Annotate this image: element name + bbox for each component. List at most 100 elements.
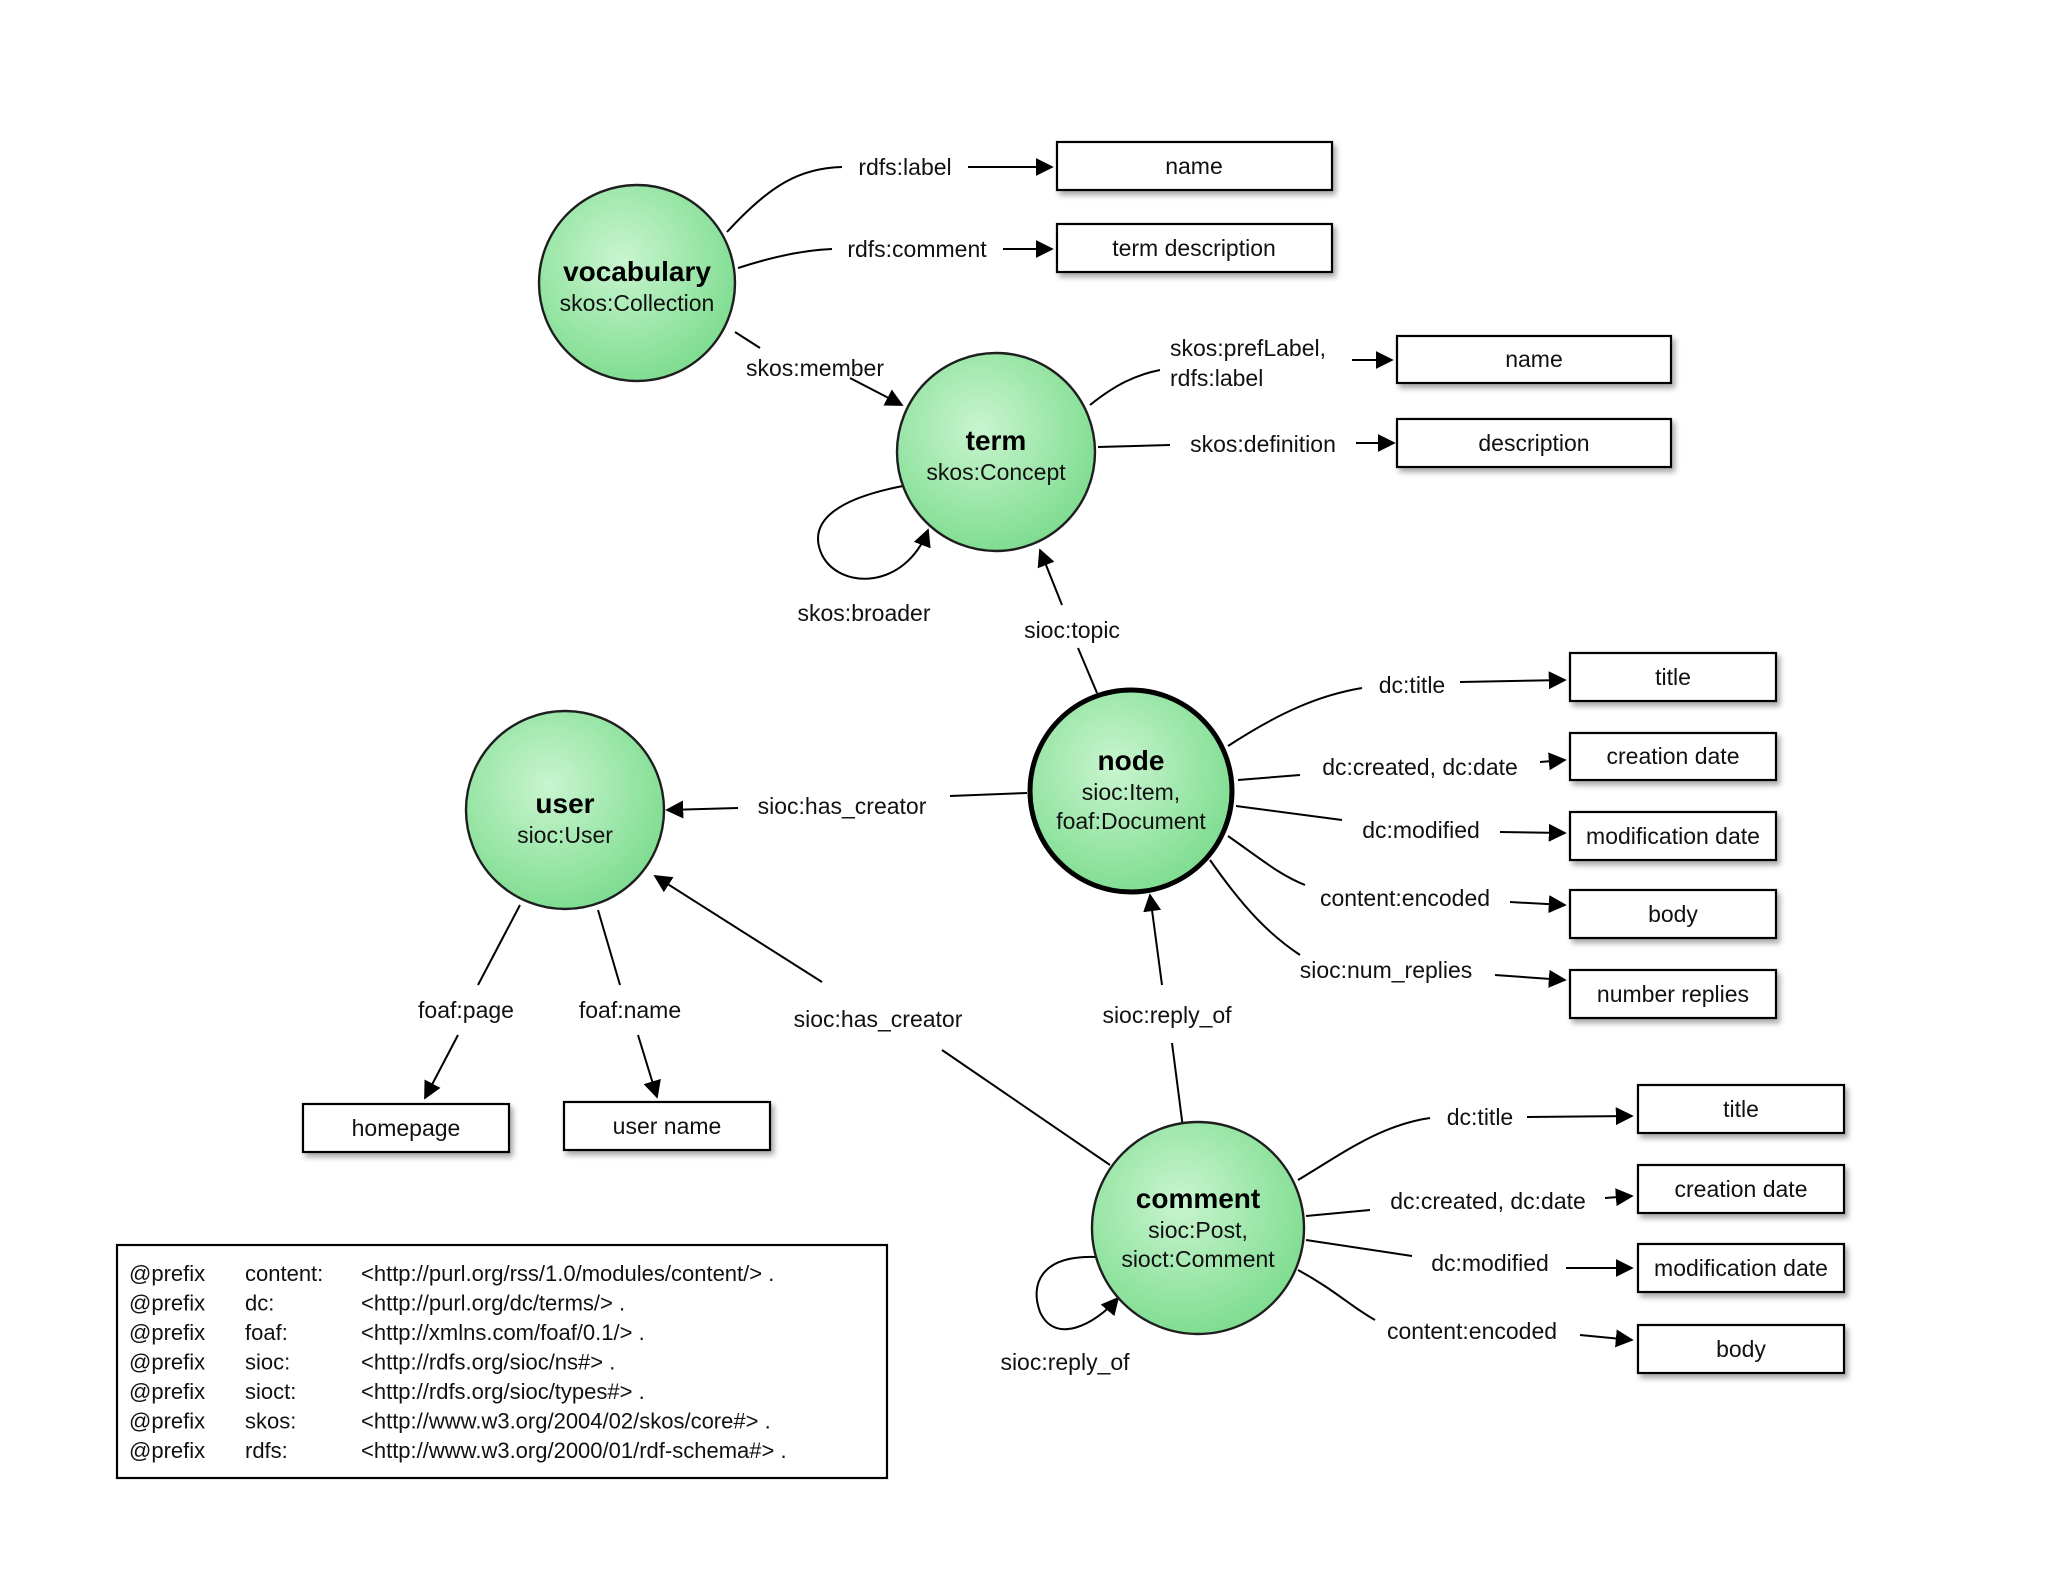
literal-comment-title: title: [1636, 1083, 1846, 1135]
literal-comment-body: body: [1636, 1323, 1846, 1375]
literal-node-body: body: [1568, 888, 1778, 940]
literal-comment-created: creation date: [1636, 1163, 1846, 1215]
edge-label-comment-replyof-self: sioc:reply_of: [1000, 1349, 1130, 1375]
edge-label-node-replies: sioc:num_replies: [1300, 957, 1473, 983]
edge-voc-label-line: [726, 166, 843, 233]
edge-comment-replyof-loop: [1035, 1255, 1120, 1331]
literal-node-body-text: body: [1648, 901, 1698, 927]
edge-label-node-title: dc:title: [1379, 672, 1445, 698]
edge-node-title-line: [1227, 687, 1363, 747]
prefix-uri: <http://xmlns.com/foaf/0.1/> .: [361, 1320, 645, 1345]
literal-term-name: name: [1395, 334, 1673, 385]
literal-comment-created-text: creation date: [1675, 1176, 1808, 1202]
edge-comment-content-arrow: [1579, 1329, 1634, 1348]
literal-comment-title-text: title: [1723, 1096, 1759, 1122]
prefix-uri: <http://rdfs.org/sioc/ns#> .: [361, 1350, 615, 1375]
edge-node-topic-line: [1077, 647, 1098, 694]
edge-label-term-definition: skos:definition: [1190, 431, 1336, 457]
literal-voc-description-text: term description: [1112, 235, 1276, 261]
edge-voc-comment-line: [737, 248, 833, 269]
node-vocabulary-title: vocabulary: [563, 256, 711, 287]
edge-node-created-line: [1237, 774, 1301, 781]
prefix-namespace: sioct:: [245, 1379, 296, 1404]
literal-comment-modified: modification date: [1636, 1242, 1846, 1294]
edge-node-creator-line: [949, 792, 1028, 797]
literal-user-name: user name: [562, 1100, 772, 1152]
prefix-namespace: rdfs:: [245, 1438, 288, 1463]
literal-node-modified-text: modification date: [1586, 823, 1760, 849]
node-comment-type-2: sioct:Comment: [1121, 1246, 1275, 1272]
prefix-keyword: @prefix: [129, 1409, 205, 1434]
literal-term-description: description: [1395, 417, 1673, 469]
literal-node-replies-text: number replies: [1597, 981, 1749, 1007]
edge-voc-member-arrow: [849, 377, 904, 406]
node-node: node sioc:Item, foaf:Document: [1027, 687, 1235, 895]
prefix-uri: <http://www.w3.org/2000/01/rdf-schema#> …: [361, 1438, 787, 1463]
node-vocabulary-type: skos:Collection: [560, 290, 715, 316]
edge-label-term-broader: skos:broader: [798, 600, 931, 626]
edge-user-name-arrow: [637, 1034, 661, 1099]
edge-user-name-line: [597, 909, 621, 986]
literal-node-created: creation date: [1568, 731, 1778, 782]
literal-term-name-text: name: [1505, 346, 1563, 372]
node-node-title: node: [1098, 745, 1165, 776]
literal-voc-name-text: name: [1165, 153, 1223, 179]
edge-node-title-arrow: [1459, 671, 1567, 690]
prefix-row: @prefix rdfs: <http://www.w3.org/2000/01/r…: [129, 1438, 787, 1463]
edge-label-comment-created: dc:created, dc:date: [1390, 1188, 1586, 1214]
edge-label-comment-creator: sioc:has_creator: [794, 1006, 963, 1032]
prefix-namespace: dc:: [245, 1291, 274, 1316]
prefix-namespace: sioc:: [245, 1350, 290, 1375]
edge-node-creator-arrow: [665, 800, 739, 819]
literal-comment-body-text: body: [1716, 1336, 1766, 1362]
literal-node-replies: number replies: [1568, 968, 1778, 1020]
edge-node-replies-arrow: [1494, 969, 1567, 988]
prefix-row: @prefix skos: <http://www.w3.org/2004/02/s…: [129, 1409, 771, 1434]
edge-term-preflabel-line: [1089, 369, 1161, 406]
edge-label-comment-content: content:encoded: [1387, 1318, 1557, 1344]
literal-term-description-text: description: [1478, 430, 1589, 456]
prefix-namespace: skos:: [245, 1409, 296, 1434]
edge-node-modified-line: [1235, 805, 1343, 821]
node-term-type: skos:Concept: [926, 459, 1066, 485]
edge-node-content-arrow: [1509, 895, 1567, 914]
edge-label-user-page: foaf:page: [418, 997, 514, 1023]
edge-label-node-modified: dc:modified: [1362, 817, 1480, 843]
prefix-namespace: foaf:: [245, 1320, 288, 1345]
edge-comment-title-line: [1297, 1117, 1431, 1181]
prefix-uri: <http://www.w3.org/2004/02/skos/core#> .: [361, 1409, 771, 1434]
node-user: user sioc:User: [464, 709, 666, 911]
edge-term-definition-line: [1097, 444, 1171, 448]
edge-label-node-created: dc:created, dc:date: [1322, 754, 1518, 780]
literal-node-modified: modification date: [1568, 810, 1778, 862]
edge-label-node-creator: sioc:has_creator: [758, 793, 927, 819]
prefix-keyword: @prefix: [129, 1261, 205, 1286]
prefix-keyword: @prefix: [129, 1438, 205, 1463]
literal-user-homepage-text: homepage: [352, 1115, 461, 1141]
edge-comment-content-line: [1297, 1269, 1376, 1321]
prefix-namespace: content:: [245, 1261, 323, 1286]
edge-comment-replyof-arrow: [1143, 893, 1163, 986]
edge-comment-creator-line: [941, 1049, 1111, 1166]
literal-node-created-text: creation date: [1607, 743, 1740, 769]
node-comment: comment sioc:Post, sioct:Comment: [1090, 1120, 1306, 1336]
edge-comment-replyof-line: [1171, 1042, 1184, 1129]
node-comment-type-1: sioc:Post,: [1148, 1217, 1248, 1243]
literal-user-name-text: user name: [613, 1113, 722, 1139]
edge-label-comment-replyof-node: sioc:reply_of: [1102, 1002, 1232, 1028]
edge-comment-created-line: [1305, 1209, 1371, 1217]
node-comment-title: comment: [1136, 1183, 1260, 1214]
edge-user-page-line: [477, 904, 521, 986]
edge-node-replies-line: [1209, 859, 1301, 956]
edge-voc-member-line: [734, 331, 761, 349]
edge-label-voc-member: skos:member: [746, 355, 884, 381]
literal-voc-description: term description: [1055, 222, 1334, 274]
node-vocabulary: vocabulary skos:Collection: [537, 183, 737, 383]
literal-voc-name: name: [1055, 140, 1334, 192]
